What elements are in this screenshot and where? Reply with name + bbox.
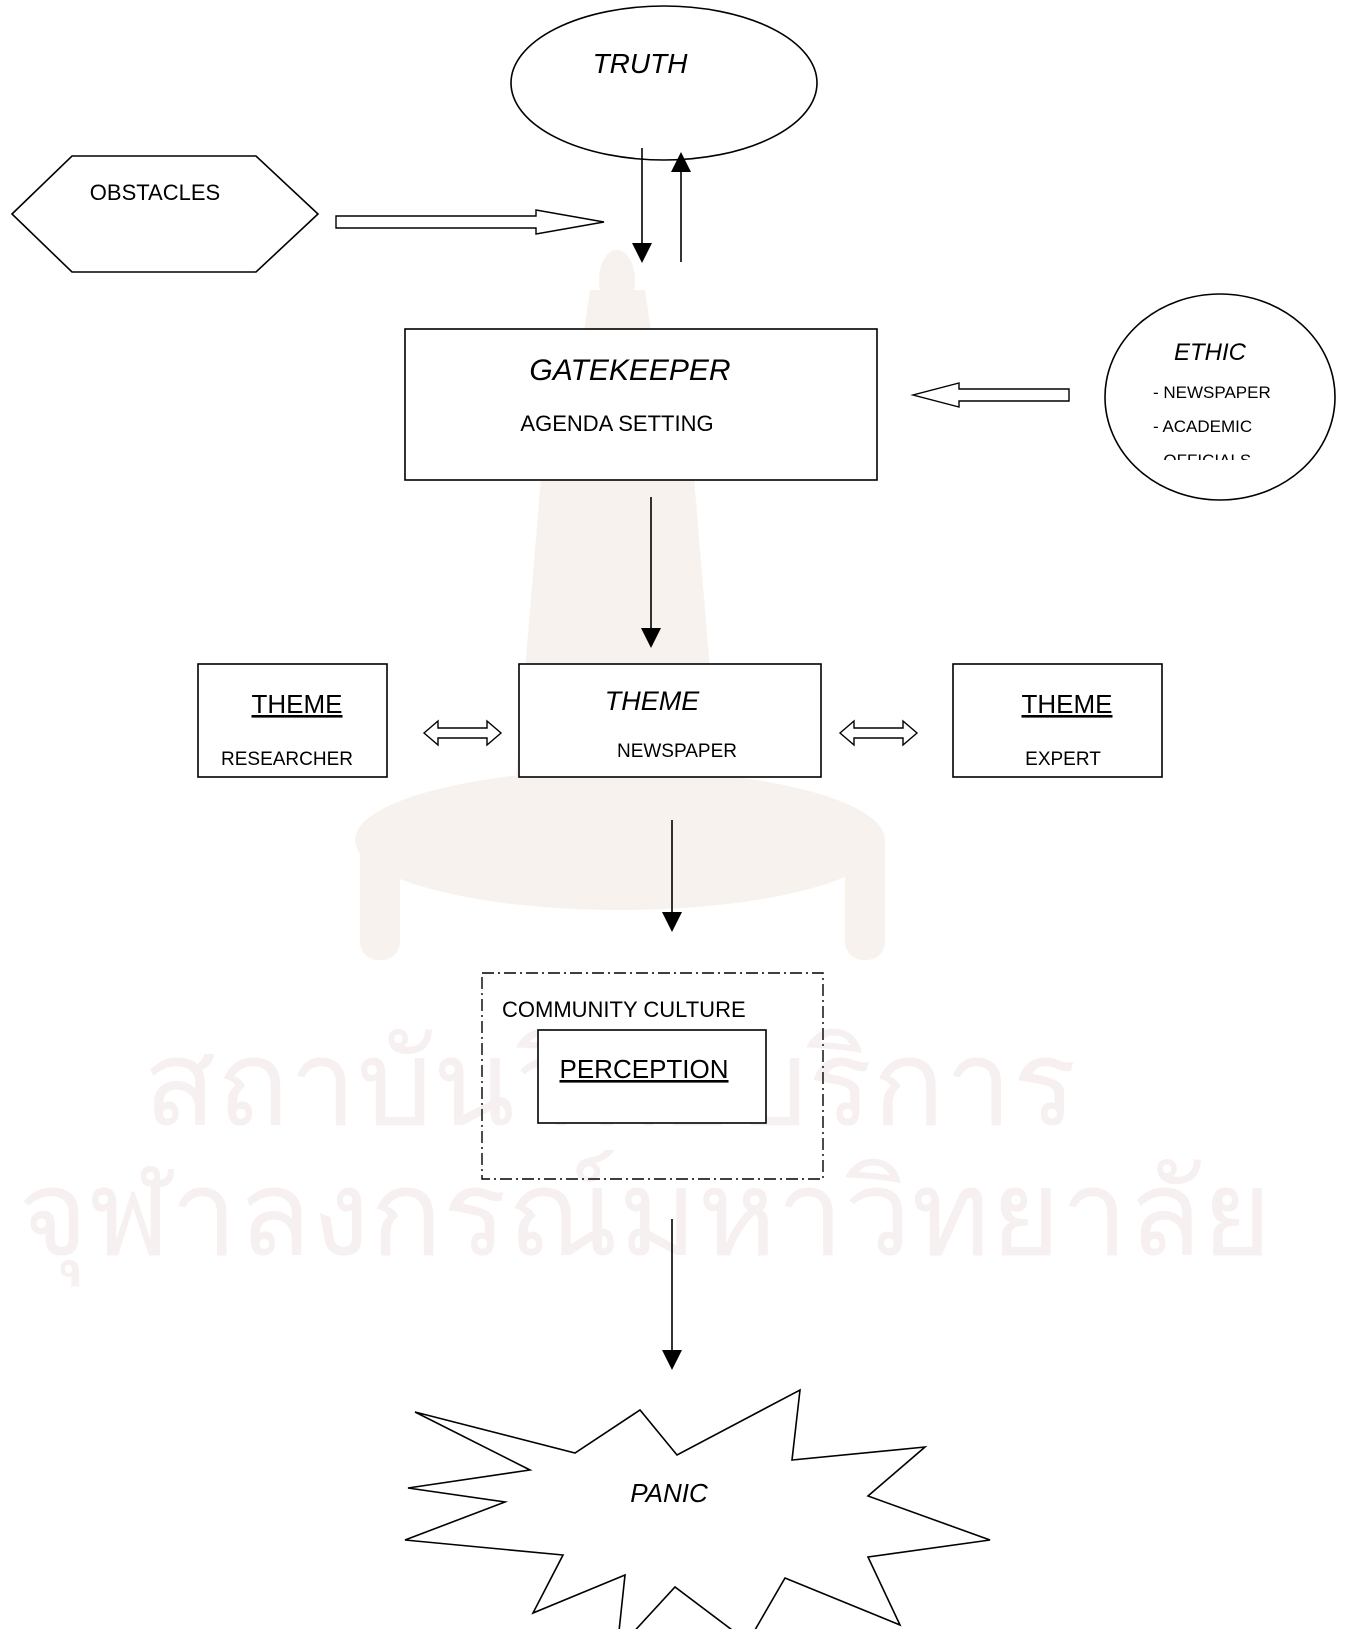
theme-to-community-arrow (662, 820, 682, 932)
perception-box (537, 1029, 767, 1124)
obstacles-node: OBSTACLES (10, 155, 320, 273)
truth-up-arrow (671, 152, 691, 262)
researcher-newspaper-double-arrow (422, 719, 503, 747)
gatekeeper-subtitle: AGENDA SETTING (520, 411, 713, 436)
watermark-text-line2: จุฬาลงกรณ์มหาวิทยาลัย (18, 1145, 1272, 1287)
ethic-title: ETHIC (1174, 339, 1247, 366)
theme-expert-box (952, 663, 1163, 778)
theme-newspaper-box (518, 663, 822, 778)
ethic-item-newspaper: - NEWSPAPER (1153, 383, 1271, 402)
ethic-item-officials: - OFFICIALS (1153, 451, 1251, 470)
ethic-items: - NEWSPAPER - ACADEMIC - OFFICIALS (1153, 383, 1271, 470)
ethic-circle (1104, 293, 1336, 501)
ethic-node: ETHIC - NEWSPAPER - ACADEMIC - OFFICIALS (1104, 293, 1336, 501)
theme-newspaper-title: THEME (605, 686, 700, 716)
truth-label: TRUTH (593, 48, 689, 79)
community-culture-label: COMMUNITY CULTURE (502, 997, 746, 1022)
truth-node: TRUTH (510, 5, 818, 161)
obstacles-label: OBSTACLES (90, 180, 220, 205)
theme-newspaper-node: THEME NEWSPAPER (518, 663, 822, 778)
gatekeeper-box (404, 328, 878, 481)
community-culture-node: COMMUNITY CULTURE PERCEPTION (481, 972, 824, 1180)
ethic-arrow (910, 382, 1070, 408)
theme-researcher-subtitle: RESEARCHER (221, 749, 353, 770)
gatekeeper-node: GATEKEEPER AGENDA SETTING (404, 328, 878, 481)
theme-researcher-node: THEME RESEARCHER (197, 663, 388, 778)
panic-starburst (404, 1388, 991, 1629)
community-to-panic-arrow (662, 1219, 682, 1370)
newspaper-expert-double-arrow (838, 719, 919, 747)
obstacles-hexagon (10, 155, 320, 273)
gatekeeper-title: GATEKEEPER (529, 354, 730, 387)
perception-label: PERCEPTION (559, 1054, 728, 1084)
panic-node: PANIC (404, 1388, 991, 1629)
theme-expert-subtitle: EXPERT (1025, 749, 1101, 770)
theme-newspaper-subtitle: NEWSPAPER (617, 741, 737, 762)
truth-down-arrow (632, 148, 652, 263)
theme-researcher-box (197, 663, 388, 778)
theme-expert-title: THEME (1022, 689, 1113, 719)
ethic-item-academic: - ACADEMIC (1153, 417, 1252, 436)
theme-researcher-title: THEME (252, 689, 343, 719)
panic-label: PANIC (630, 1478, 708, 1508)
community-culture-frame (481, 972, 824, 1180)
theme-expert-node: THEME EXPERT (952, 663, 1163, 778)
truth-ellipse (510, 5, 818, 161)
obstacles-arrow (335, 209, 605, 235)
gatekeeper-to-theme-arrow (641, 497, 661, 648)
